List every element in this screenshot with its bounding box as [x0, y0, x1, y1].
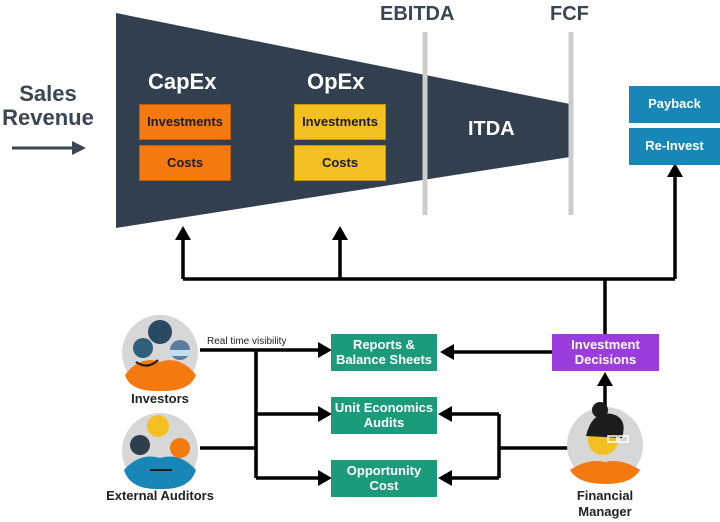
itda-label: ITDA: [468, 118, 515, 140]
auditors-avatar-icon: [122, 413, 198, 490]
capex-costs-box: Costs: [139, 145, 231, 181]
reports-balance-box: Reports & Balance Sheets: [331, 334, 437, 371]
investors-avatar-icon: [122, 315, 198, 392]
capex-label: CapEx: [148, 69, 217, 94]
opportunity-cost-line-2: Cost: [369, 477, 399, 493]
manager-label: Financial Manager: [570, 488, 640, 519]
decisions-line-1: Investment: [571, 336, 640, 352]
investment-decisions-box: Investment Decisions: [552, 334, 659, 371]
manager-line-2: Manager: [578, 503, 632, 519]
manager-connectors: [450, 412, 572, 480]
decisions-line-2: Decisions: [574, 351, 637, 367]
sales-line-1: Sales: [19, 81, 77, 106]
arrow-up-opex: [332, 226, 348, 240]
capex-investments-box: Investments: [139, 104, 231, 140]
arrow-right-reports: [318, 342, 332, 358]
auditors-label: External Auditors: [106, 488, 214, 503]
sales-revenue-label: Sales Revenue: [0, 81, 96, 131]
manager-line-1: Financial: [576, 488, 634, 503]
feedback-connectors: [181, 175, 677, 334]
unit-economics-line-1: Unit Economics: [334, 399, 434, 415]
ebitda-header: EBITDA: [380, 3, 455, 25]
arrow-up-reinvest: [667, 163, 683, 177]
arrow-up-decisions: [597, 372, 613, 386]
payback-box: Payback: [629, 86, 720, 123]
unit-economics-line-2: Audits: [363, 414, 405, 430]
sales-line-2: Revenue: [2, 105, 94, 131]
opportunity-cost-line-1: Opportunity: [346, 462, 422, 478]
arrow-left-unit: [438, 406, 452, 422]
opex-label: OpEx: [307, 69, 365, 94]
reinvest-box: Re-Invest: [629, 128, 720, 165]
arrow-right-unit: [318, 406, 332, 422]
manager-avatar-icon: [567, 402, 643, 484]
opportunity-cost-box: Opportunity Cost: [331, 460, 437, 497]
opex-investments-box: Investments: [294, 104, 386, 140]
fcf-header: FCF: [550, 3, 589, 25]
arrow-up-capex: [175, 226, 191, 240]
arrow-left-reports: [440, 344, 454, 360]
opex-costs-box: Costs: [294, 145, 386, 181]
realtime-visibility-label: Real time visibility: [207, 336, 287, 347]
arrow-left-opportunity: [438, 470, 452, 486]
investors-label: Investors: [131, 391, 189, 406]
reports-balance-line-2: Balance Sheets: [335, 351, 433, 367]
arrow-right-opportunity: [318, 470, 332, 486]
stakeholder-connectors: [200, 348, 320, 480]
unit-economics-box: Unit Economics Audits: [331, 397, 437, 434]
reports-balance-line-1: Reports &: [352, 336, 416, 352]
sales-arrow-head: [72, 141, 86, 155]
